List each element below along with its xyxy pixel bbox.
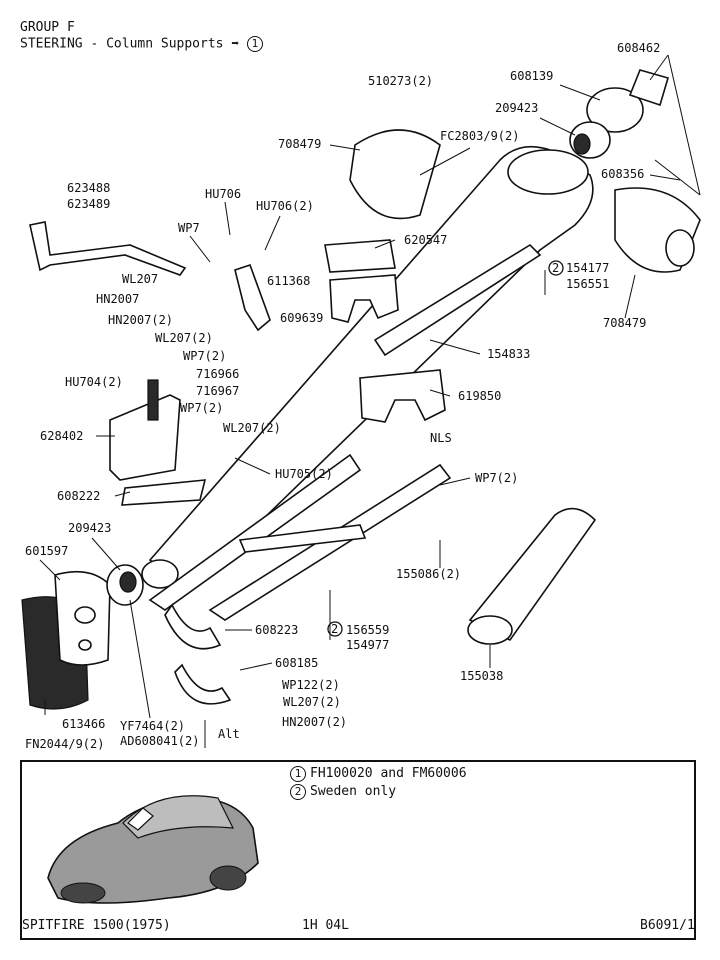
group-label: GROUP F bbox=[20, 20, 75, 35]
lower-tube bbox=[467, 507, 597, 645]
label-ad608041: AD608041(2) bbox=[120, 734, 199, 748]
arrow-right-icon: ➡ bbox=[231, 36, 240, 52]
circle-marker-2-lower: 2 bbox=[331, 622, 338, 636]
ref-marker: 1 bbox=[246, 36, 263, 52]
label-hu706-2: HU706(2) bbox=[256, 199, 314, 213]
plate-label: B6091/1 bbox=[640, 918, 695, 933]
lower-support-frame bbox=[148, 453, 452, 621]
header: GROUP F STEERING - Column Supports ➡ 1 bbox=[20, 20, 263, 53]
label-wp7-2c: WP7(2) bbox=[475, 471, 518, 485]
label-628402: 628402 bbox=[40, 429, 83, 443]
label-716966: 716966 bbox=[196, 367, 239, 381]
label-hu704: HU704(2) bbox=[65, 375, 123, 389]
label-wl207-2a: WL207(2) bbox=[155, 331, 213, 345]
label-608462: 608462 bbox=[617, 41, 660, 55]
label-wl207-2b: WL207(2) bbox=[223, 421, 281, 435]
label-155038: 155038 bbox=[460, 669, 503, 683]
car-silhouette-illustration bbox=[47, 795, 259, 904]
label-609639: 609639 bbox=[280, 311, 323, 325]
leader-lines bbox=[39, 54, 701, 748]
label-wp7-2b: WP7(2) bbox=[180, 401, 223, 415]
label-209423-top: 209423 bbox=[495, 101, 538, 115]
exploded-parts-diagram: 608462 608139 510273(2) 209423 708479 FC… bbox=[21, 41, 701, 751]
label-wp7-2a: WP7(2) bbox=[183, 349, 226, 363]
label-608139: 608139 bbox=[510, 69, 553, 83]
label-nls: NLS bbox=[430, 431, 452, 445]
label-620547: 620547 bbox=[404, 233, 447, 247]
label-623489: 623489 bbox=[67, 197, 110, 211]
circle-marker-2-upper: 2 bbox=[552, 261, 559, 275]
label-608356: 608356 bbox=[601, 167, 644, 181]
label-154977: 154977 bbox=[346, 638, 389, 652]
label-alt: Alt bbox=[218, 727, 240, 741]
label-154177: 154177 bbox=[566, 261, 609, 275]
note-marker: 2 bbox=[290, 784, 306, 800]
label-156551: 156551 bbox=[566, 277, 609, 291]
label-hu706: HU706 bbox=[205, 187, 241, 201]
label-619850: 619850 bbox=[458, 389, 501, 403]
model-label: SPITFIRE 1500(1975) bbox=[22, 918, 171, 933]
label-611368: 611368 bbox=[267, 274, 310, 288]
label-fn2044: FN2044/9(2) bbox=[25, 737, 104, 751]
label-716967: 716967 bbox=[196, 384, 239, 398]
label-708479-right: 708479 bbox=[603, 316, 646, 330]
label-608222: 608222 bbox=[57, 489, 100, 503]
page-title: STEERING - Column Supports ➡ 1 bbox=[20, 36, 263, 53]
clamp-blocks bbox=[324, 239, 542, 423]
note-marker: 1 bbox=[290, 766, 306, 782]
lower-clamps bbox=[164, 603, 232, 705]
label-708479-top: 708479 bbox=[278, 137, 321, 151]
label-wl207-2c: WL207(2) bbox=[283, 695, 341, 709]
bracket-plate bbox=[109, 379, 207, 506]
label-wp7: WP7 bbox=[178, 221, 200, 235]
label-wl207: WL207 bbox=[122, 272, 158, 286]
label-155086: 155086(2) bbox=[396, 567, 461, 581]
code-label: 1H 04L bbox=[302, 918, 349, 933]
steering-column-tube bbox=[141, 145, 594, 592]
upper-cowl bbox=[349, 129, 701, 273]
mounting-plate bbox=[21, 564, 144, 710]
label-154833: 154833 bbox=[487, 347, 530, 361]
label-wp122: WP122(2) bbox=[282, 678, 340, 692]
label-209423-left: 209423 bbox=[68, 521, 111, 535]
label-623488: 623488 bbox=[67, 181, 110, 195]
label-613466: 613466 bbox=[62, 717, 105, 731]
label-fc2803: FC2803/9(2) bbox=[440, 129, 519, 143]
support-rod bbox=[29, 221, 271, 332]
label-hn2007-2b: HN2007(2) bbox=[282, 715, 347, 729]
label-608185: 608185 bbox=[275, 656, 318, 670]
label-510273: 510273(2) bbox=[368, 74, 433, 88]
label-hn2007-2: HN2007(2) bbox=[108, 313, 173, 327]
label-601597: 601597 bbox=[25, 544, 68, 558]
label-156559: 156559 bbox=[346, 623, 389, 637]
label-yf7464: YF7464(2) bbox=[120, 719, 185, 733]
label-608223: 608223 bbox=[255, 623, 298, 637]
horn-contact-assembly bbox=[569, 69, 701, 196]
label-hu705: HU705(2) bbox=[275, 467, 333, 481]
label-hn2007: HN2007 bbox=[96, 292, 139, 306]
